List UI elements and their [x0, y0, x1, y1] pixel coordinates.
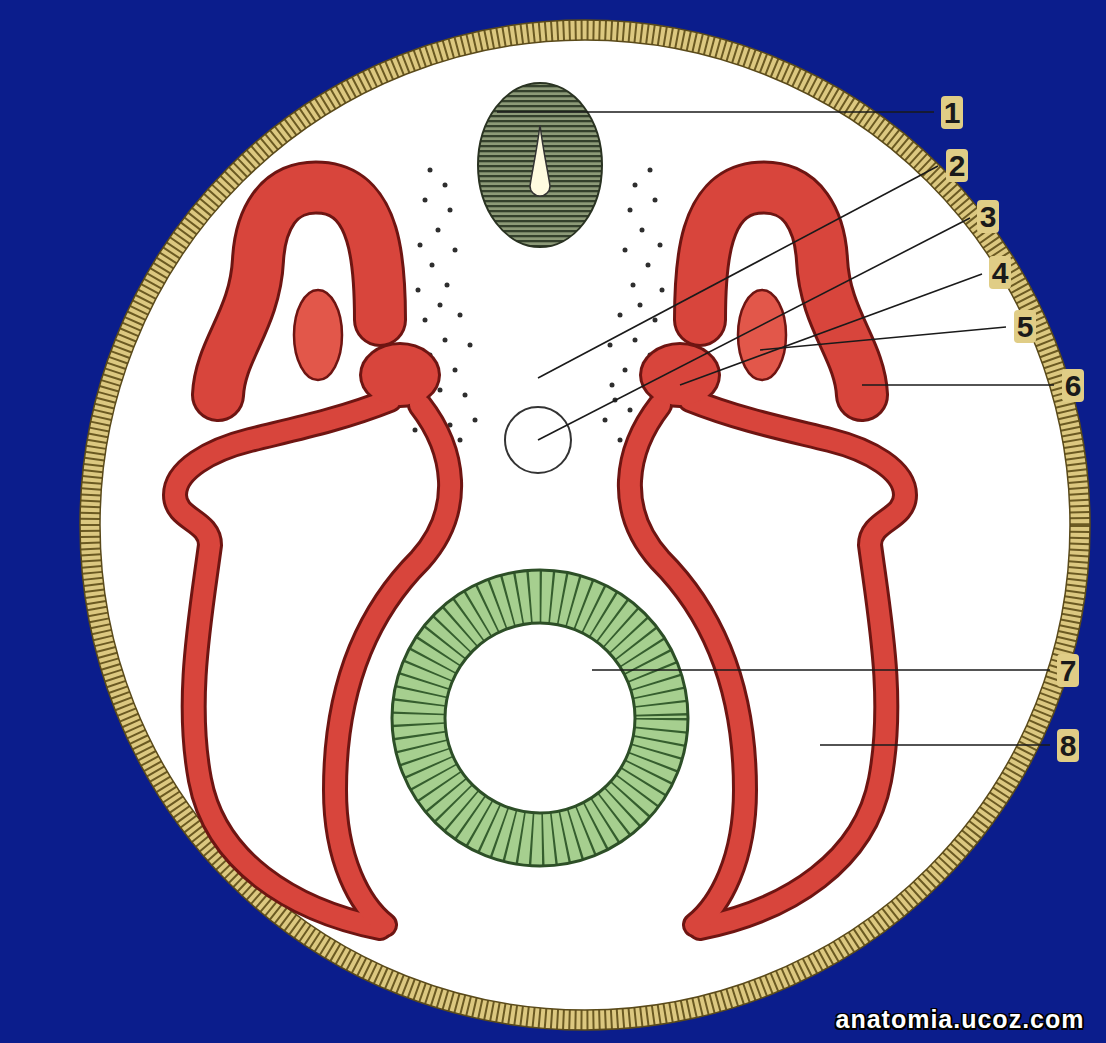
callout-number: 2	[946, 149, 969, 182]
mesoderm-left	[175, 187, 450, 928]
callout-number: 7	[1057, 654, 1080, 687]
callout-number: 4	[989, 256, 1012, 289]
outer-ring	[80, 20, 1090, 1030]
neural-tube	[478, 83, 602, 247]
watermark: anatomia.ucoz.com	[836, 1006, 1085, 1034]
callout-number: 1	[941, 96, 964, 129]
gut-tube	[392, 570, 688, 866]
callout-number: 6	[1062, 369, 1085, 402]
callout-number: 8	[1057, 729, 1080, 762]
leader-lines	[497, 112, 1054, 745]
callout-number: 5	[1014, 310, 1037, 343]
mesoderm-right	[630, 187, 905, 928]
callout-number: 3	[977, 200, 1000, 233]
